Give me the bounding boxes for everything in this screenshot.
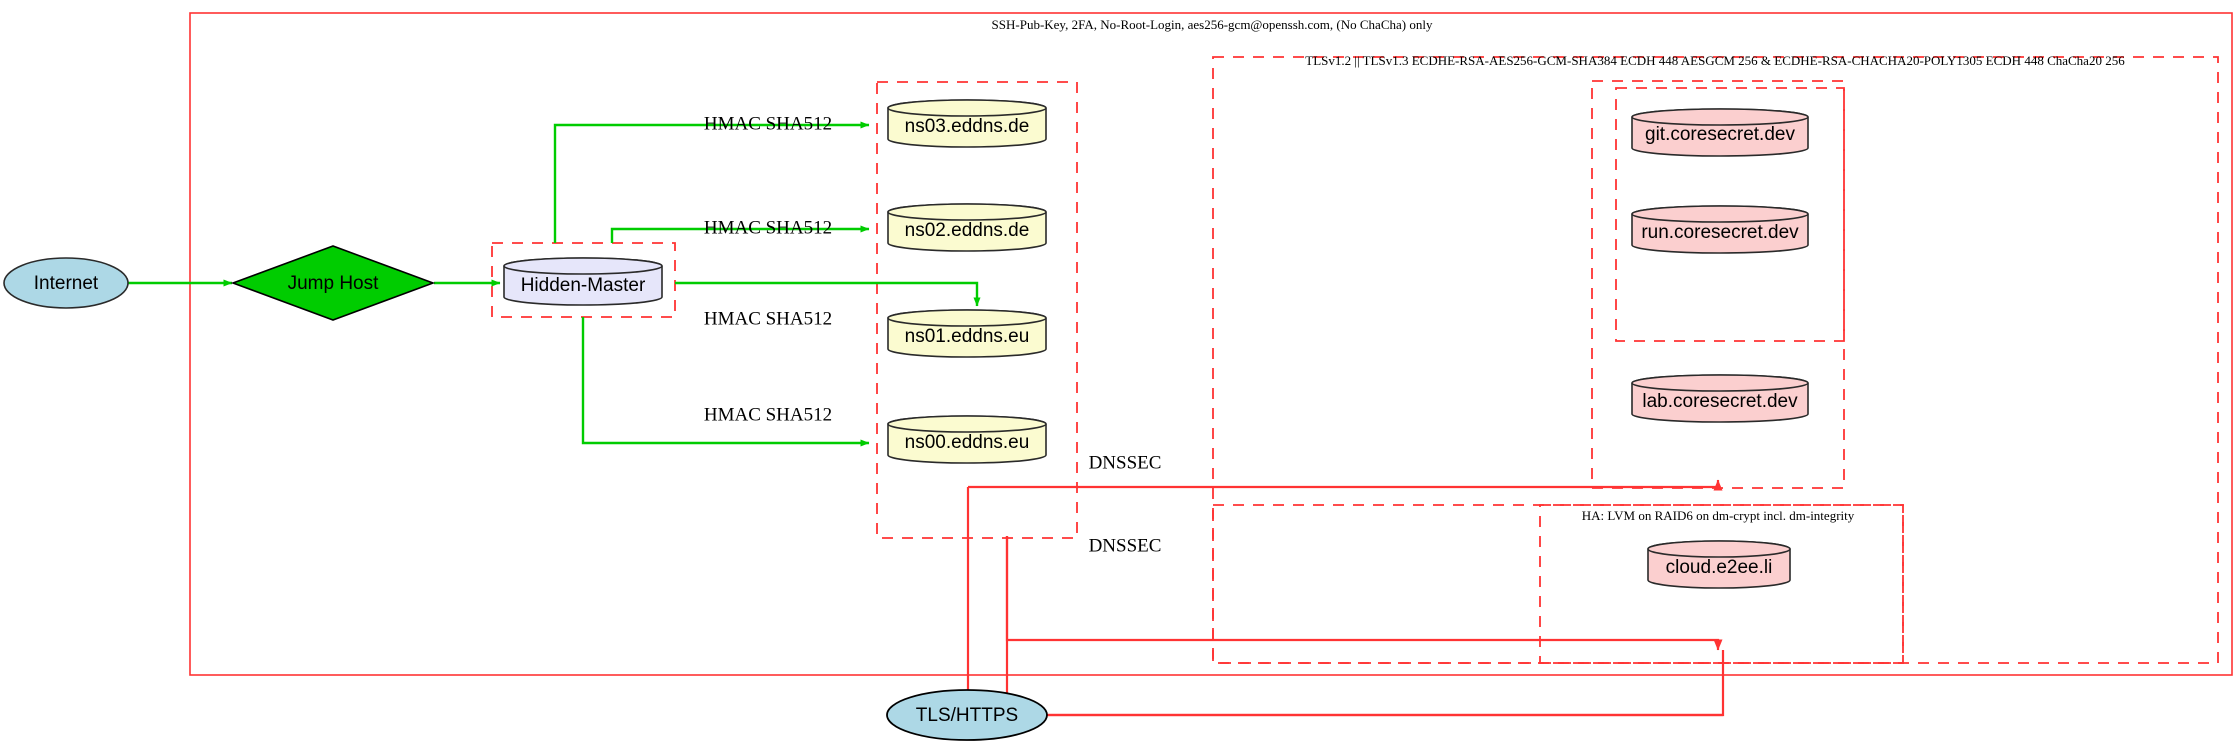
edge-master-to-ns03 [553,121,870,243]
node-hidden-master[interactable]: Hidden-Master [503,257,663,306]
edge-tls-to-lower [1005,536,1725,717]
edge-label-hmac-ns03: HMAC SHA512 [704,113,832,134]
cluster-ssh-security: SSH-Pub-Key, 2FA, No-Root-Login, aes256-… [189,12,2233,676]
cluster-label-ssh-security: SSH-Pub-Key, 2FA, No-Root-Login, aes256-… [992,17,1433,32]
edge-master-to-ns01 [675,281,981,307]
node-lab-coresecret[interactable]: lab.coresecret.dev [1631,374,1809,423]
node-ns03[interactable]: ns03.eddns.de [887,99,1047,148]
node-ns01[interactable]: ns01.eddns.eu [887,309,1047,358]
cluster-label-tls: TLSv1.2 || TLSv1.3 ECDHE-RSA-AES256-GCM-… [1305,53,2125,68]
node-ns00[interactable]: ns00.eddns.eu [887,415,1047,464]
node-git-coresecret[interactable]: git.coresecret.dev [1631,108,1809,157]
node-jump-host[interactable]: Jump Host [230,245,436,321]
edge-label-dnssec-upper: DNSSEC [1089,452,1162,473]
edge-label-hmac-ns02: HMAC SHA512 [704,217,832,238]
node-ns02[interactable]: ns02.eddns.de [887,203,1047,252]
edge-label-dnssec-lower: DNSSEC [1089,535,1162,556]
edge-master-to-ns02 [610,225,870,243]
node-internet[interactable]: Internet [3,257,129,309]
cluster-ha: HA: LVM on RAID6 on dm-crypt incl. dm-in… [1212,504,1904,664]
edge-label-hmac-ns00: HMAC SHA512 [704,404,832,425]
node-tls-https[interactable]: TLS/HTTPS [886,689,1048,741]
cluster-label-ha: HA: LVM on RAID6 on dm-crypt incl. dm-in… [1582,508,1855,523]
node-run-coresecret[interactable]: run.coresecret.dev [1631,205,1809,254]
edge-master-to-ns00 [581,317,870,447]
edge-dnssec-lower [1005,536,1723,651]
node-cloud-e2ee[interactable]: cloud.e2ee.li [1647,540,1791,589]
edge-dnssec-upper [968,479,1723,491]
edge-label-hmac-ns01: HMAC SHA512 [704,308,832,329]
